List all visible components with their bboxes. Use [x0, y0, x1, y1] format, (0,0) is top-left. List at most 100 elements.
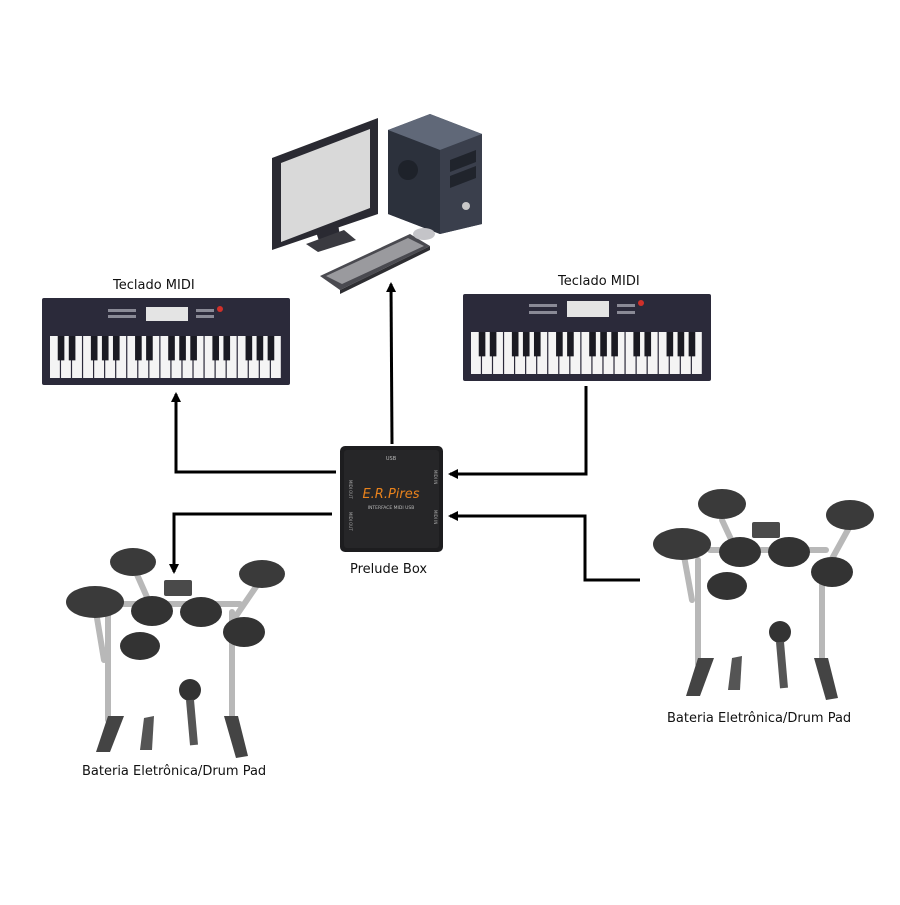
box-port-usb-label: USB — [386, 456, 397, 462]
box-port-right-bottom: MIDI IN — [433, 510, 438, 524]
black-key — [168, 336, 175, 361]
drum-left-label: Bateria Eletrônica/Drum Pad — [82, 764, 267, 779]
arrow-box-to-computer — [386, 282, 397, 445]
white-key — [270, 336, 281, 378]
keyboard-right-label: Teclado MIDI — [558, 274, 640, 289]
black-key — [556, 332, 563, 357]
white-key — [603, 332, 614, 374]
white-key — [658, 332, 669, 374]
black-key — [677, 332, 685, 357]
white-key — [515, 332, 526, 374]
prelude-box-interface: USB E.R.Pires INTERFACE MIDI USB MIDI OU… — [340, 446, 443, 552]
white-key — [204, 336, 215, 378]
black-key — [68, 336, 76, 361]
white-key — [171, 336, 182, 378]
keyboard-left-label: Teclado MIDI — [113, 278, 195, 293]
black-key — [112, 336, 120, 361]
white-key — [504, 332, 514, 374]
arrow-drum-right-to-box — [448, 511, 640, 582]
box-brand-logo: E.R.Pires — [362, 487, 419, 502]
white-key — [636, 332, 647, 374]
black-key — [223, 336, 231, 361]
black-key — [179, 336, 186, 361]
black-key — [522, 332, 530, 357]
white-key — [493, 332, 503, 374]
computer-keyboard-icon — [320, 234, 430, 294]
white-key — [526, 332, 537, 374]
white-key — [61, 336, 71, 378]
white-key — [548, 332, 559, 374]
white-key — [647, 332, 658, 374]
white-key — [625, 332, 636, 374]
midi-keyboard-left — [42, 298, 290, 385]
black-key — [666, 332, 674, 357]
black-key — [90, 336, 98, 361]
box-port-left-top: MIDI OUT — [348, 480, 353, 499]
arrow-keyboard-right-to-box — [448, 386, 588, 479]
black-key — [190, 336, 197, 361]
black-key — [478, 332, 486, 357]
white-key — [537, 332, 548, 374]
white-key — [592, 332, 603, 374]
black-key — [256, 336, 264, 361]
white-key — [193, 336, 204, 378]
white-key — [72, 336, 82, 378]
white-key — [471, 332, 481, 374]
white-key — [215, 336, 226, 378]
black-key — [633, 332, 641, 357]
white-key — [83, 336, 93, 378]
computer — [272, 114, 482, 294]
white-key — [182, 336, 193, 378]
black-key — [135, 336, 142, 361]
white-key — [669, 332, 680, 374]
white-key — [50, 336, 60, 378]
black-key — [267, 336, 275, 361]
white-key — [248, 336, 259, 378]
connection-lines — [169, 282, 640, 582]
white-key — [149, 336, 160, 378]
box-subtitle: INTERFACE MIDI USB — [368, 505, 415, 511]
white-key — [680, 332, 691, 374]
black-key — [245, 336, 253, 361]
white-key — [116, 336, 127, 378]
black-key — [146, 336, 153, 361]
black-key — [511, 332, 519, 357]
black-key — [567, 332, 574, 357]
black-key — [57, 336, 65, 361]
white-key — [570, 332, 581, 374]
mouse-icon — [413, 228, 435, 240]
black-key — [600, 332, 607, 357]
arrow-box-to-drum-left — [169, 512, 332, 574]
pc-tower-icon — [388, 114, 482, 234]
black-key — [611, 332, 618, 357]
drum-kit-right — [653, 489, 874, 700]
black-key — [688, 332, 696, 357]
white-key — [482, 332, 492, 374]
white-key — [581, 332, 592, 374]
white-key — [559, 332, 570, 374]
white-key — [259, 336, 270, 378]
white-key — [691, 332, 702, 374]
white-key — [614, 332, 625, 374]
black-key — [212, 336, 220, 361]
white-key — [127, 336, 138, 378]
box-port-left-bottom: MIDI OUT — [348, 512, 353, 531]
box-port-right-top: MIDI IN — [433, 470, 438, 484]
arrow-box-to-keyboard-left — [171, 392, 336, 474]
monitor-icon — [272, 118, 378, 252]
white-key — [138, 336, 149, 378]
white-key — [105, 336, 116, 378]
midi-keyboard-right — [463, 294, 711, 381]
white-key — [160, 336, 171, 378]
black-key — [533, 332, 541, 357]
black-key — [489, 332, 497, 357]
drum-kit-left — [66, 548, 285, 758]
black-key — [589, 332, 596, 357]
white-key — [226, 336, 237, 378]
black-key — [101, 336, 109, 361]
white-key — [94, 336, 105, 378]
white-key — [237, 336, 248, 378]
black-key — [644, 332, 652, 357]
drum-right-label: Bateria Eletrônica/Drum Pad — [667, 711, 852, 726]
